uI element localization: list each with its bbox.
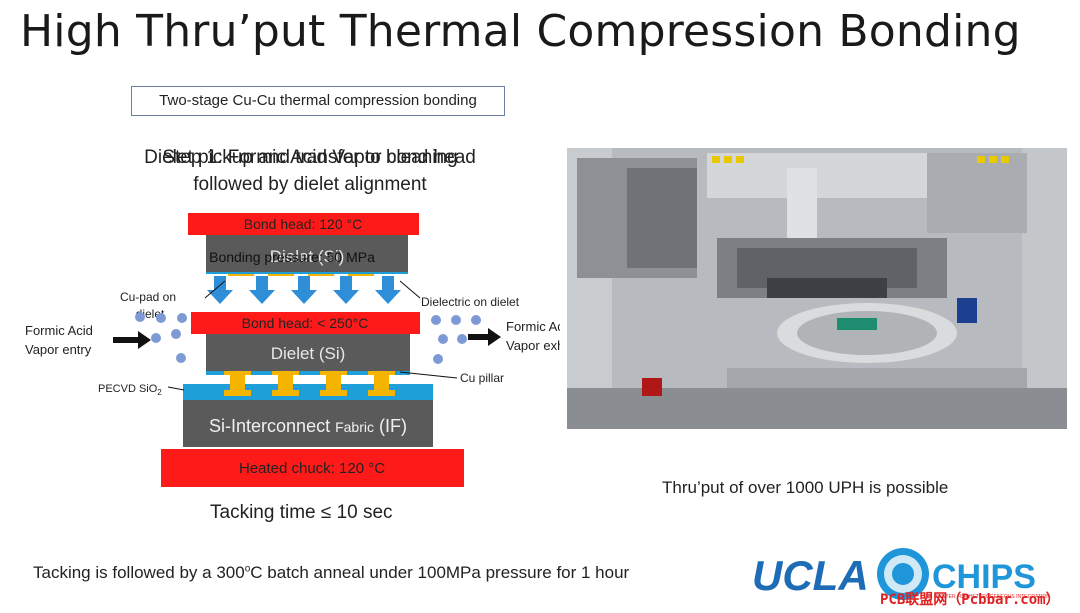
photo-caption: Thru’put of over 1000 UPH is possible xyxy=(662,478,949,497)
dielet-mid xyxy=(206,334,410,371)
svg-text:CENTER FOR HETEROGENEOUS INTEG: CENTER FOR HETEROGENEOUS INTEGRATION xyxy=(935,594,1050,600)
bonding-pressure-label: Bonding pressure: 50 MPa xyxy=(209,249,375,265)
bond-head-mid-label: Bond head: < 250°C xyxy=(242,315,369,331)
step-line-a: Step 1: Formic Acid Vapor cleaning xyxy=(162,147,458,168)
bond-head-top-label: Bond head: 120 °C xyxy=(244,216,362,232)
slide-title: High Thru’put Thermal Compression Bondin… xyxy=(20,6,1021,57)
sio2-top-layer xyxy=(206,371,410,375)
tcb-diagram: Bond head: 120 °C Dielet (Si) Bonding pr… xyxy=(25,213,560,487)
tacking-time: Tacking time ≤ 10 sec xyxy=(210,502,393,523)
svg-text:UCLA: UCLA xyxy=(752,552,869,599)
watermark: PCB联盟网（Pcbbar.com） xyxy=(880,592,1060,608)
formic-exhaust-1: Formic Acid xyxy=(506,319,560,334)
dielet-top-label: Dielet (Si) xyxy=(270,247,345,266)
machine-photo xyxy=(567,148,1067,429)
formic-exhaust-2: Vapor exhaust xyxy=(506,338,560,353)
step-line-b: Dielet pickup and transfer to bond head xyxy=(144,147,476,168)
heated-chuck xyxy=(161,449,464,487)
heated-chuck-label: Heated chuck: 120 °C xyxy=(239,460,385,477)
arrow-right-icon xyxy=(113,331,151,349)
footer-text: Tacking is followed by a 300oC batch ann… xyxy=(33,563,630,582)
cu-pillars xyxy=(224,371,395,396)
cu-pad-label-1: Cu-pad on xyxy=(120,290,176,304)
pecvd-label: PECVD SiO2 xyxy=(98,383,162,397)
fabric-label: Si-Interconnect Fabric (IF) xyxy=(209,416,407,436)
step-line-c: followed by dielet alignment xyxy=(193,174,427,195)
subtitle-box: Two-stage Cu-Cu thermal compression bond… xyxy=(131,86,505,116)
dielectric-label: Dielectric on dielet xyxy=(421,295,520,309)
ucla-chips-logo: UCLA CHIPS CENTER FOR HETEROGENEOUS INTE… xyxy=(752,544,1052,608)
vapor-dots-right xyxy=(431,315,481,364)
formic-entry-1: Formic Acid xyxy=(25,323,93,338)
dielet-top xyxy=(206,235,408,272)
arrow-down-icon xyxy=(207,276,401,304)
sio2-layer xyxy=(183,384,433,400)
cu-pillar-label: Cu pillar xyxy=(460,371,504,385)
vapor-dots-left xyxy=(135,312,187,363)
svg-text:CHIPS: CHIPS xyxy=(932,558,1036,596)
fabric-block xyxy=(183,400,433,447)
bond-head-top xyxy=(188,213,419,235)
dielet-mid-label: Dielet (Si) xyxy=(271,344,346,363)
arrow-right-icon xyxy=(468,328,501,346)
bond-head-mid xyxy=(191,312,420,334)
formic-entry-2: Vapor entry xyxy=(25,342,92,357)
